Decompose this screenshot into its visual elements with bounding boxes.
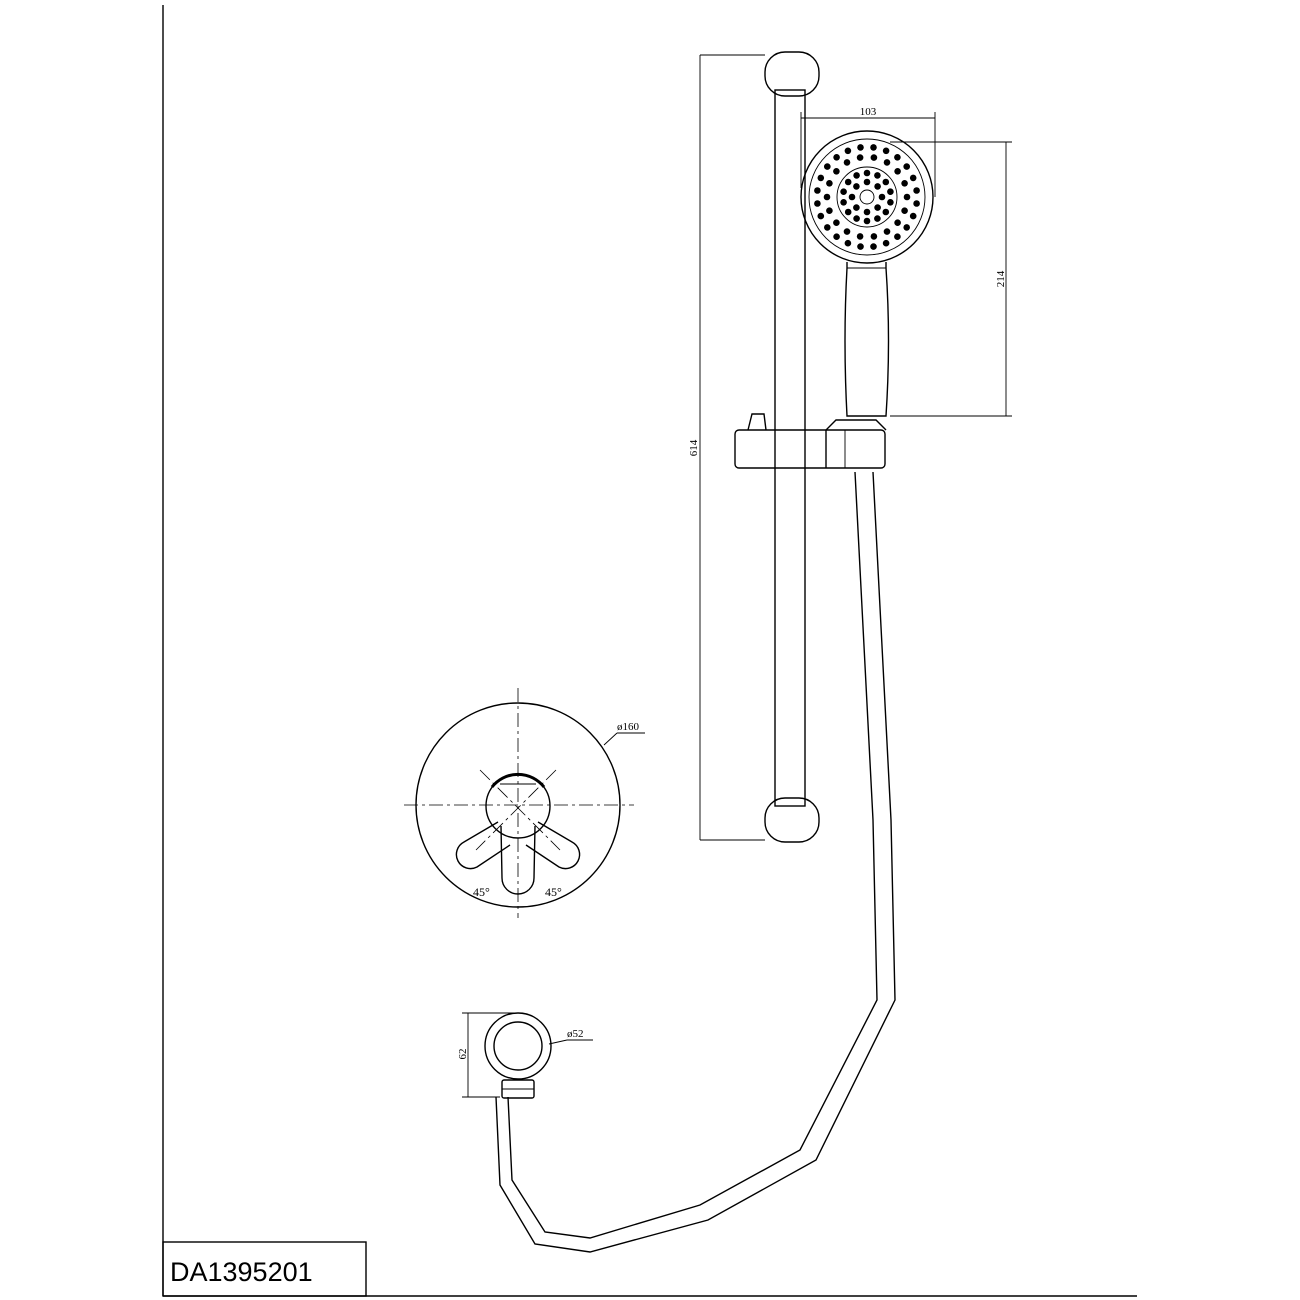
spray-nozzle (874, 172, 881, 179)
spray-nozzle (870, 233, 878, 240)
handshower-length-label: 214 (995, 270, 1007, 287)
spray-nozzle (913, 187, 920, 194)
spray-nozzle (856, 233, 864, 240)
spray-nozzle (909, 212, 917, 220)
spray-nozzle (844, 178, 852, 186)
spray-nozzle (853, 215, 860, 222)
spray-nozzle (887, 188, 894, 195)
shower-hose (495, 471, 896, 1253)
spray-nozzle (882, 208, 890, 216)
plate-diameter-dimension: ø160 (603, 721, 645, 746)
spray-nozzle (901, 180, 908, 187)
spray-nozzle (863, 169, 871, 177)
outlet-height-label: 62 (457, 1049, 469, 1060)
spray-nozzle (833, 233, 840, 240)
spray-nozzle (894, 233, 901, 240)
mixer-valve: 45° 45° (404, 688, 634, 918)
spray-nozzle (814, 200, 821, 207)
title-block: DA1395201 (162, 1241, 367, 1297)
spray-nozzle (840, 188, 847, 195)
spray-nozzle (882, 178, 890, 186)
spray-nozzle (882, 147, 890, 155)
spray-nozzle (826, 207, 833, 214)
spray-nozzle (840, 199, 847, 206)
angle-left-label: 45° (473, 885, 490, 899)
spray-nozzle (894, 168, 901, 175)
rail-length-dimension: 614 (688, 54, 765, 841)
spray-nozzle (874, 183, 881, 190)
spray-nozzle (882, 239, 890, 247)
spray-nozzle (843, 159, 851, 166)
spray-nozzle (883, 228, 891, 235)
spray-nozzle (903, 193, 911, 201)
outlet-height-dimension: 62 (457, 1012, 518, 1098)
spray-nozzle (870, 154, 878, 161)
wall-outlet (484, 1012, 552, 1099)
spray-nozzle (857, 144, 864, 151)
head-width-dimension: 103 (800, 106, 936, 197)
spray-nozzle (870, 243, 877, 250)
head-width-label: 103 (860, 106, 877, 118)
spray-nozzle (844, 239, 852, 247)
spray-nozzle (833, 154, 840, 161)
spray-nozzle (824, 163, 831, 170)
outlet-diameter-dimension: ø52 (548, 1028, 593, 1045)
spray-nozzle (833, 219, 840, 226)
slider-bracket (734, 413, 887, 469)
spray-nozzle (853, 204, 860, 211)
spray-nozzle (874, 204, 881, 211)
spray-nozzle (817, 212, 825, 220)
spray-nozzle (848, 193, 856, 201)
handshower-length-dimension: 214 (890, 141, 1012, 417)
spray-nozzle (878, 193, 886, 201)
spray-nozzle (857, 243, 864, 250)
hand-shower (800, 130, 934, 417)
spray-nozzle (844, 147, 852, 155)
outlet-diameter-label: ø52 (567, 1028, 584, 1040)
spray-nozzle (870, 144, 877, 151)
drawing-frame (162, 5, 1137, 1297)
spray-nozzle (913, 200, 920, 207)
spray-nozzle (853, 183, 860, 190)
spray-nozzle (817, 174, 825, 182)
spray-nozzle (903, 163, 910, 170)
spray-nozzle (863, 208, 871, 216)
spray-nozzle (833, 168, 840, 175)
angle-right-label: 45° (545, 885, 562, 899)
spray-nozzle (826, 180, 833, 187)
spray-nozzle (874, 215, 881, 222)
spray-nozzle (863, 178, 871, 186)
spray-nozzle (901, 207, 908, 214)
spray-nozzle (843, 228, 851, 235)
spray-nozzle (814, 187, 821, 194)
spray-nozzle (844, 208, 852, 216)
spray-nozzle (909, 174, 917, 182)
spray-nozzle (824, 224, 831, 231)
spray-nozzle (863, 217, 871, 225)
spray-nozzle (903, 224, 910, 231)
spray-nozzle (883, 159, 891, 166)
spray-nozzles (814, 144, 920, 250)
spray-nozzle (887, 199, 894, 206)
slide-rail (764, 51, 820, 843)
spray-nozzle (853, 172, 860, 179)
spray-nozzle (894, 219, 901, 226)
spray-nozzle (894, 154, 901, 161)
spray-nozzle (856, 154, 864, 161)
product-code: DA1395201 (170, 1257, 313, 1287)
rail-length-label: 614 (688, 439, 700, 456)
plate-diameter-label: ø160 (617, 721, 640, 733)
spray-nozzle (823, 193, 831, 201)
